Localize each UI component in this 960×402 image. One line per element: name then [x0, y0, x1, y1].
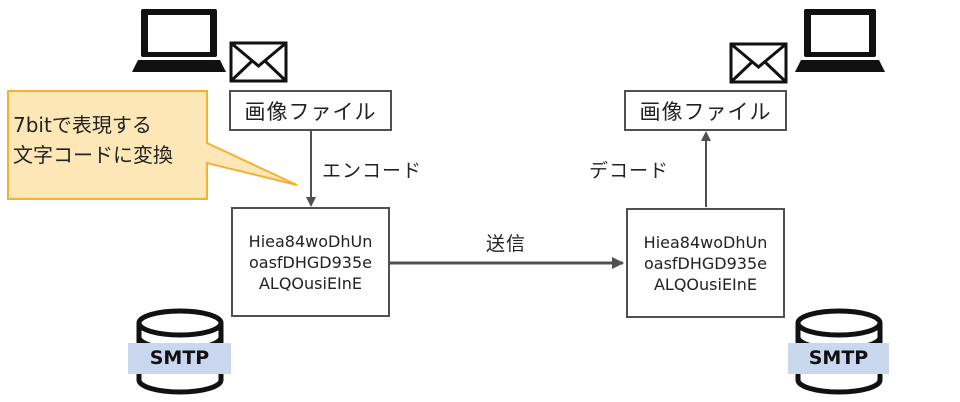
- callout-text: 7bitで表現する 文字コードに変換: [13, 110, 173, 170]
- left-file-label: 画像ファイル: [244, 99, 377, 124]
- decode-label: デコード: [589, 160, 670, 182]
- envelope-icon: [229, 41, 288, 83]
- right-file-box: 画像ファイル: [624, 90, 787, 131]
- right-smtp-tag: SMTP: [788, 343, 889, 374]
- callout-bubble: [7, 90, 298, 200]
- encoded-text-line: ALQOusiEInE: [653, 274, 758, 294]
- encoded-text-line: Hiea84woDhUn: [643, 232, 768, 252]
- callout-line: 文字コードに変換: [13, 143, 173, 167]
- right-file-label: 画像ファイル: [639, 99, 772, 124]
- laptop-icon: [795, 9, 885, 72]
- encode-label: エンコード: [322, 160, 423, 182]
- envelope-icon: [729, 42, 788, 84]
- left-encoded-data-box: Hiea84woDhUn oasfDHGD935e ALQOusiEInE: [231, 207, 390, 317]
- send-label: 送信: [486, 233, 527, 255]
- laptop-icon: [132, 9, 226, 72]
- callout-line: 7bitで表現する: [13, 113, 152, 137]
- encoded-text-line: oasfDHGD935e: [643, 253, 767, 273]
- encoded-text-line: oasfDHGD935e: [248, 252, 372, 272]
- left-smtp-tag: SMTP: [128, 343, 231, 374]
- encoded-text-line: Hiea84woDhUn: [248, 231, 373, 251]
- left-file-box: 画像ファイル: [229, 90, 392, 131]
- right-encoded-data-box: Hiea84woDhUn oasfDHGD935e ALQOusiEInE: [626, 208, 785, 318]
- encoded-text-line: ALQOusiEInE: [258, 273, 363, 293]
